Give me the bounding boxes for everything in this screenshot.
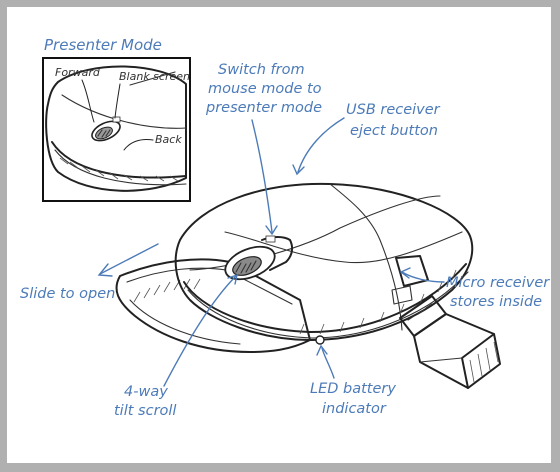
svg-text:eject button: eject button: [350, 123, 438, 139]
svg-text:stores inside: stores inside: [450, 294, 542, 310]
inset-label-forward: Forward: [55, 66, 101, 79]
presenter-mode-inset: Presenter Mode Forward: [42, 36, 191, 202]
scroll-wheel: [224, 235, 294, 281]
svg-text:Micro receiver: Micro receiver: [446, 275, 550, 291]
callout-led-battery: LED battery indicator: [310, 344, 396, 417]
svg-text:indicator: indicator: [322, 401, 387, 417]
svg-text:Switch from: Switch from: [218, 62, 305, 78]
inset-label-back: Back: [155, 133, 182, 146]
eject-button-area: [391, 285, 413, 305]
led-indicator: [315, 335, 325, 345]
svg-text:mouse mode to: mouse mode to: [208, 81, 322, 97]
sketch-canvas: Presenter Mode Forward: [7, 7, 551, 463]
inset-mouse-base: [51, 141, 187, 179]
svg-text:presenter mode: presenter mode: [205, 100, 322, 116]
svg-text:tilt scroll: tilt scroll: [114, 403, 176, 419]
inset-label-blank-screen: Blank screen: [119, 70, 190, 83]
callout-switch-mode: Switch from mouse mode to presenter mode: [205, 62, 322, 236]
callout-tilt-scroll: 4-way tilt scroll: [114, 273, 238, 419]
svg-text:LED battery: LED battery: [310, 381, 396, 397]
receiver-slot: [395, 255, 429, 287]
callout-usb-eject: USB receiver eject button: [292, 102, 441, 176]
mouse-illustration: [115, 182, 474, 353]
micro-receiver: [399, 295, 501, 389]
svg-text:Slide to open: Slide to open: [20, 286, 115, 302]
inset-mouse-body: [45, 65, 187, 192]
svg-text:USB receiver: USB receiver: [346, 102, 441, 118]
mouse-sketch-diagram: Presenter Mode Forward: [20, 36, 550, 419]
slide-tray: [115, 258, 311, 353]
mouse-body: [174, 182, 474, 341]
inset-title: Presenter Mode: [44, 36, 162, 54]
callout-slide-open: Slide to open: [20, 243, 159, 302]
svg-text:4-way: 4-way: [124, 384, 168, 400]
callout-micro-receiver: Micro receiver stores inside: [399, 267, 550, 310]
mouse-body-seam: [183, 263, 467, 333]
inset-scroll-wheel: [91, 116, 121, 142]
